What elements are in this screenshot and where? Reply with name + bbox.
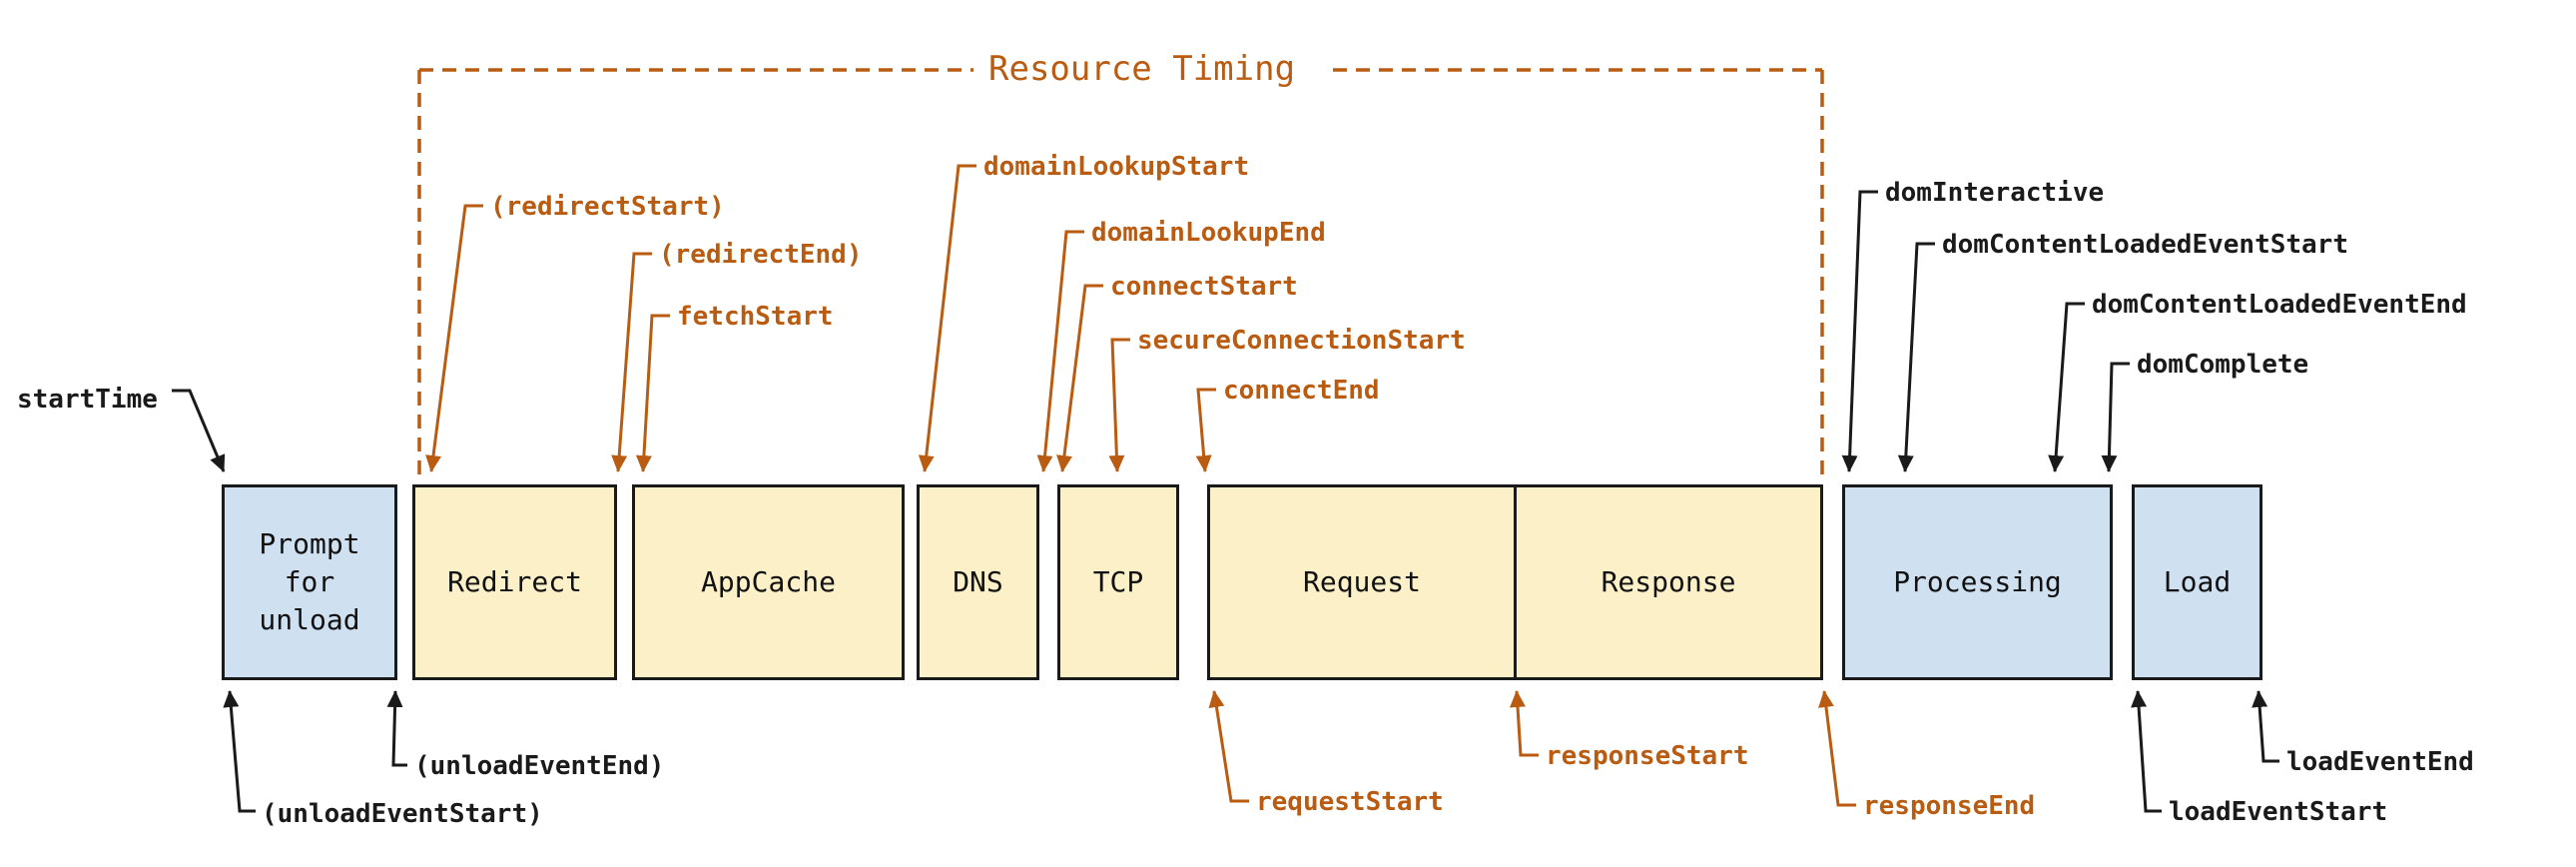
box-request: Request (1210, 487, 1514, 677)
label-load-event-end: loadEventEnd (2286, 747, 2474, 777)
label-unload-event-start: (unloadEventStart) (262, 799, 543, 829)
resource-timing-dashed-bracket (417, 68, 1824, 475)
arrow-load-event-start (2131, 690, 2162, 813)
label-redirect-end: (redirectEnd) (659, 240, 863, 270)
box-tcp-label: TCP (1092, 565, 1144, 599)
arrow-unload-event-end (386, 690, 407, 767)
label-response-end: responseEnd (1863, 791, 2036, 821)
label-load-event-start: loadEventStart (2169, 797, 2388, 827)
arrow-response-end (1818, 690, 1856, 807)
arrow-response-start (1510, 690, 1539, 757)
box-prompt-for-unload-label: Prompt for unload (259, 527, 360, 636)
label-fetch-start: fetchStart (677, 302, 834, 332)
arrow-secure-connection-start (1108, 338, 1130, 472)
arrow-domain-lookup-start (918, 164, 976, 472)
box-tcp: TCP (1057, 484, 1179, 680)
label-secure-connection-start: secureConnectionStart (1137, 326, 1466, 356)
arrow-dom-interactive (1841, 190, 1878, 472)
arrow-connect-end (1195, 388, 1216, 472)
label-request-start: requestStart (1256, 787, 1444, 817)
label-dom-content-loaded-event-start: domContentLoadedEventStart (1942, 230, 2348, 260)
label-unload-event-end: (unloadEventEnd) (414, 751, 665, 781)
box-appcache-label: AppCache (701, 565, 836, 599)
arrow-unload-event-start (223, 690, 256, 813)
arrow-dom-complete (2101, 362, 2130, 472)
arrow-dom-content-loaded-event-end (2048, 302, 2085, 472)
box-processing: Processing (1842, 484, 2113, 680)
box-load-label: Load (2163, 565, 2232, 599)
box-redirect: Redirect (412, 484, 617, 680)
arrow-redirect-end (611, 252, 652, 472)
arrow-fetch-start (635, 314, 670, 472)
arrow-request-start (1208, 690, 1249, 803)
box-load: Load (2132, 484, 2262, 680)
arrow-start-time (172, 389, 226, 472)
box-request-label: Request (1302, 565, 1421, 599)
label-start-time: startTime (17, 385, 158, 415)
arrow-load-event-end (2252, 690, 2279, 763)
arrow-dom-content-loaded-event-start (1897, 242, 1935, 472)
box-response-label: Response (1601, 565, 1736, 599)
label-connect-start: connectStart (1110, 272, 1298, 302)
arrow-redirect-start (425, 204, 483, 472)
arrow-domain-lookup-end (1036, 230, 1084, 472)
label-dom-interactive: domInteractive (1885, 178, 2105, 208)
label-dom-complete: domComplete (2137, 350, 2309, 380)
label-response-start: responseStart (1546, 741, 1749, 771)
box-appcache: AppCache (632, 484, 905, 680)
box-prompt-for-unload: Prompt for unload (222, 484, 397, 680)
box-processing-label: Processing (1893, 565, 2062, 599)
box-dns: DNS (917, 484, 1039, 680)
box-request-response: Request Response (1207, 484, 1823, 680)
box-redirect-label: Redirect (447, 565, 582, 599)
label-dom-content-loaded-event-end: domContentLoadedEventEnd (2092, 290, 2467, 320)
arrow-connect-start (1056, 284, 1103, 472)
label-redirect-start: (redirectStart) (490, 192, 725, 222)
box-response: Response (1514, 487, 1820, 677)
label-connect-end: connectEnd (1223, 376, 1380, 406)
label-domain-lookup-start: domainLookupStart (983, 152, 1250, 182)
label-domain-lookup-end: domainLookupEnd (1091, 218, 1326, 248)
box-dns-label: DNS (953, 565, 1003, 599)
resource-timing-title: Resource Timing (988, 49, 1296, 89)
